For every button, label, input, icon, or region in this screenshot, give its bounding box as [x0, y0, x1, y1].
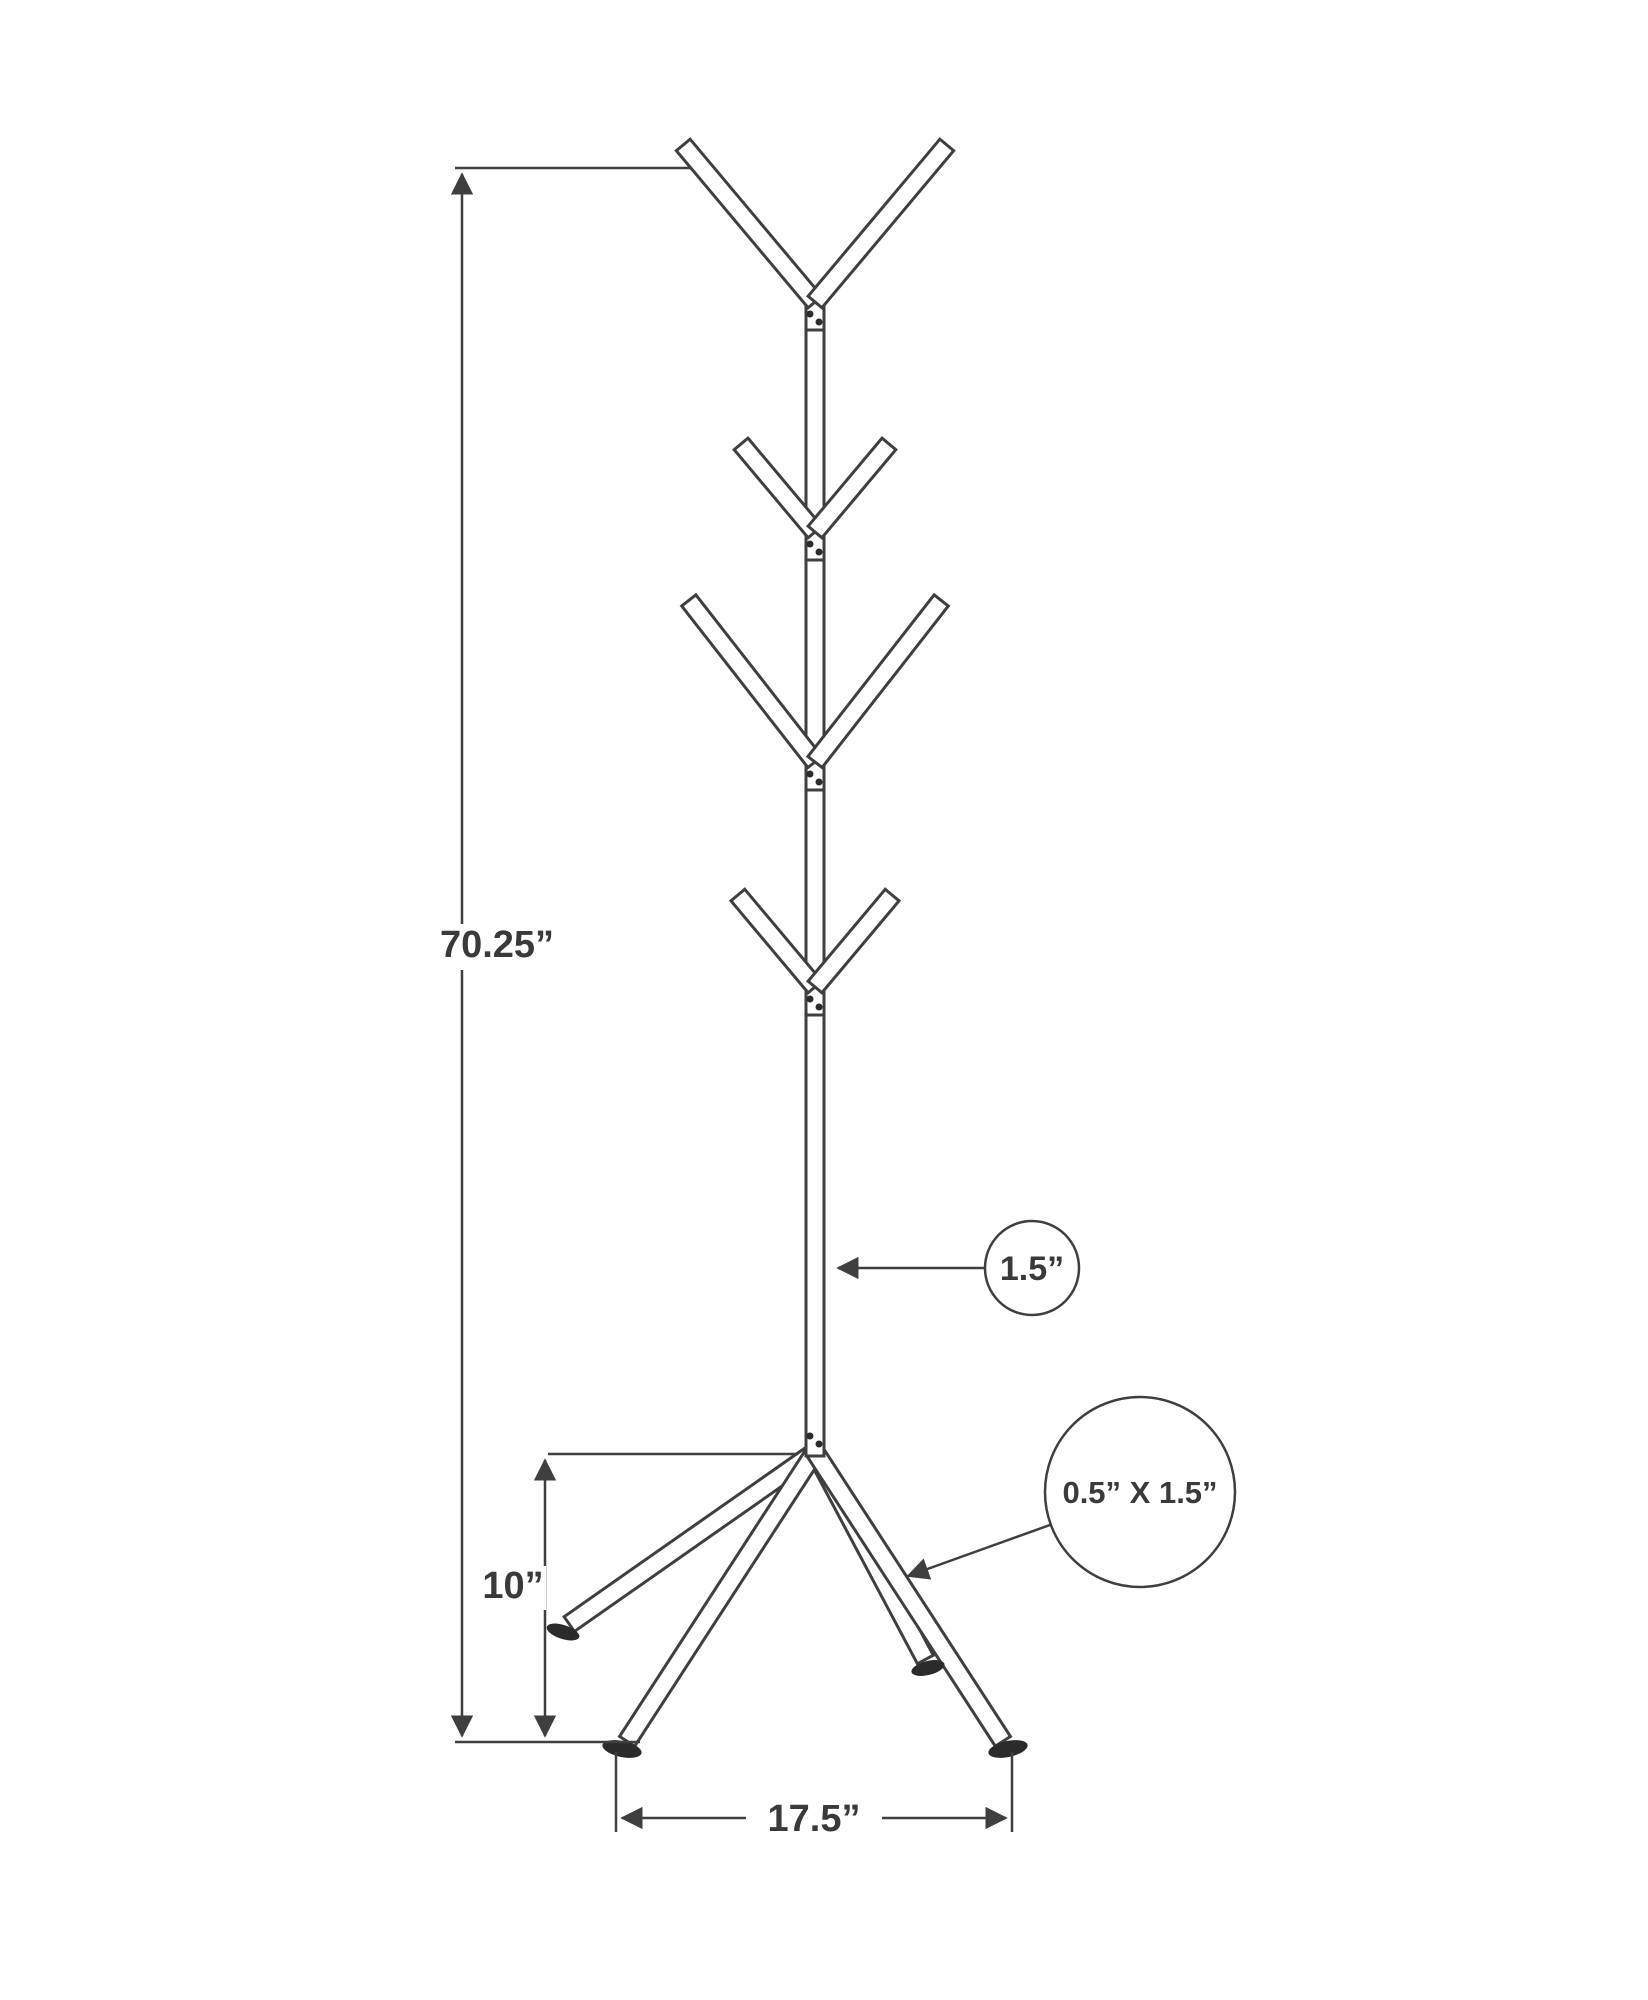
foot-pads: [546, 1623, 1028, 1758]
pole-thickness-callout-circle: [983, 1219, 1081, 1317]
pole-joint-lines: [806, 328, 824, 1017]
screw-dots: [806, 310, 823, 1448]
hook-arm-3-right: [805, 592, 951, 770]
coat-rack-artwork: [562, 137, 1013, 1749]
rear-left-leg: [562, 1442, 823, 1634]
leg-profile-leader-arrow: [906, 1523, 1051, 1580]
center-pole: [804, 286, 826, 1458]
dimension-lines: [450, 166, 1237, 1832]
hook-arm-top-left: [674, 137, 825, 310]
hook-arm-3-left: [679, 592, 825, 770]
overall-height-label: 70.25”: [440, 924, 554, 966]
hook-arm-4-right: [805, 887, 902, 995]
rear-right-foot: [911, 1660, 945, 1676]
base-width-label: 17.5”: [768, 1798, 861, 1840]
leg-profile-label: 0.5” X 1.5”: [1062, 1475, 1217, 1510]
base-height-label: 10”: [482, 1565, 543, 1607]
pole-thickness-label: 1.5”: [1000, 1250, 1064, 1288]
hook-arm-top-right: [805, 137, 956, 310]
hook-arm-2-right: [805, 436, 898, 540]
front-left-leg: [617, 1445, 825, 1749]
label-backgrounds: [430, 924, 882, 1840]
leg-profile-callout-circle: [1043, 1395, 1237, 1589]
front-right-leg: [805, 1445, 1013, 1749]
front-right-foot: [988, 1740, 1028, 1758]
front-left-foot: [602, 1740, 642, 1758]
